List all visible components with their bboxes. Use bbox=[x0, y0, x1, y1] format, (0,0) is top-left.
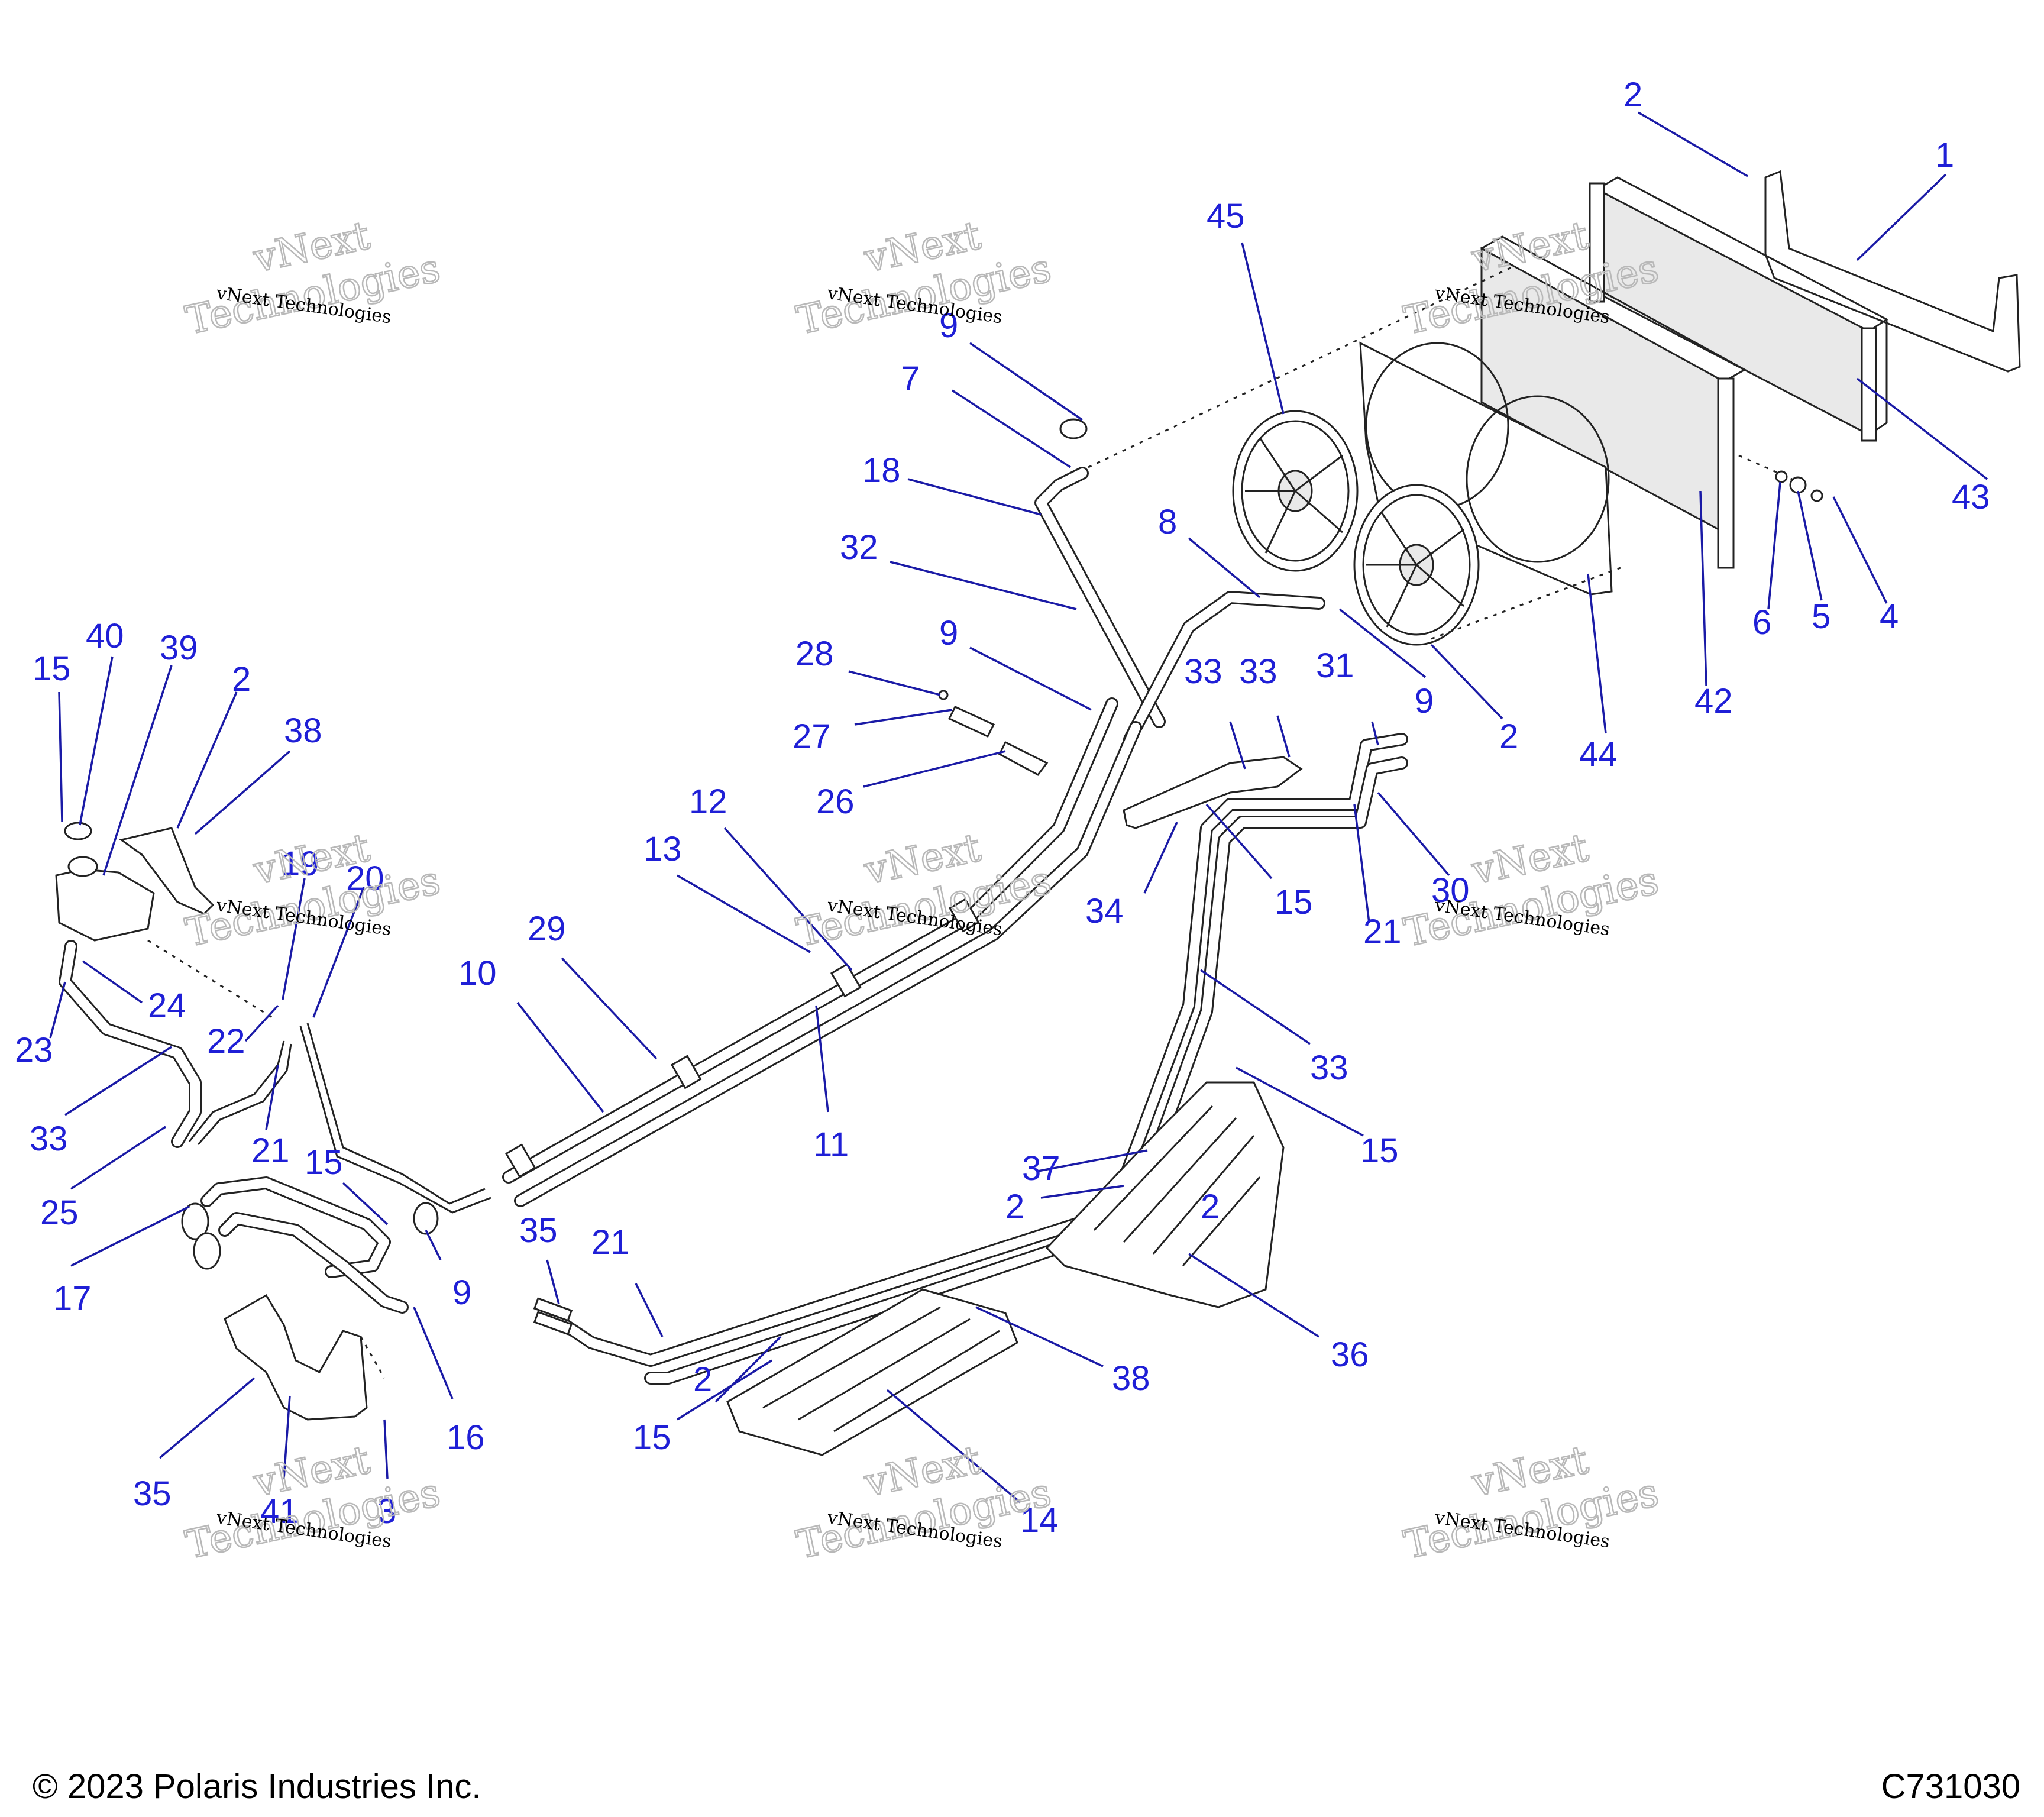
callout-16: 15 bbox=[305, 1143, 343, 1182]
watermark: vNext Technologies vNext Technologies bbox=[792, 1436, 1056, 1569]
surge-tank bbox=[55, 868, 155, 942]
drawing-number: C731030 bbox=[1881, 1767, 2020, 1806]
callout-15: 15 bbox=[1360, 1131, 1399, 1170]
callout-23: 22 bbox=[207, 1022, 245, 1061]
callout-18: 17 bbox=[53, 1279, 92, 1318]
callout-27: 26 bbox=[816, 783, 855, 821]
watermark: vNext Technologies vNext Technologies bbox=[181, 1436, 445, 1569]
callout-14: 14 bbox=[1020, 1501, 1059, 1540]
callout-13: 13 bbox=[643, 830, 682, 868]
callout-2: 2 bbox=[693, 1360, 712, 1399]
callout-39: 38 bbox=[284, 712, 322, 750]
callout-5: 5 bbox=[1812, 597, 1830, 636]
callout-6: 6 bbox=[1752, 603, 1771, 642]
callout-2: 2 bbox=[1623, 76, 1642, 114]
callout-2: 2 bbox=[1005, 1188, 1024, 1226]
surge-tank-cap bbox=[64, 822, 92, 840]
callout-11: 11 bbox=[813, 1126, 849, 1164]
watermark: vNext Technologies vNext Technologies bbox=[792, 212, 1056, 344]
callout-8: 8 bbox=[1158, 503, 1177, 541]
callout-43: 42 bbox=[1694, 682, 1733, 720]
watermark: vNext Technologies vNext Technologies bbox=[181, 824, 445, 956]
radiator-tank-left bbox=[1589, 182, 1605, 303]
callout-21: 20 bbox=[346, 859, 384, 898]
callout-9: 9 bbox=[939, 614, 958, 652]
callout-9: 9 bbox=[939, 306, 958, 345]
coolant-bracket bbox=[224, 1294, 368, 1421]
callout-24: 23 bbox=[15, 1031, 53, 1069]
coolant-tube-assembly bbox=[299, 418, 1325, 1214]
callout-34: 33 bbox=[1184, 652, 1222, 691]
callout-2: 2 bbox=[232, 660, 251, 699]
cooling-fan-right bbox=[1353, 484, 1480, 646]
callout-7: 7 bbox=[901, 360, 920, 398]
callout-26: 25 bbox=[40, 1194, 79, 1232]
skid-plate-front bbox=[726, 1288, 1018, 1456]
lower-coolant-lines bbox=[533, 733, 1408, 1385]
callout-4: 4 bbox=[1880, 597, 1899, 636]
callout-12: 12 bbox=[689, 783, 727, 821]
callout-15: 15 bbox=[633, 1418, 671, 1457]
callout-38: 38 bbox=[1112, 1359, 1150, 1398]
callout-10: 10 bbox=[458, 954, 497, 992]
callout-2: 2 bbox=[1201, 1188, 1220, 1226]
callout-21: 21 bbox=[591, 1223, 630, 1262]
callout-36: 35 bbox=[519, 1211, 558, 1250]
callout-35: 35 bbox=[133, 1475, 172, 1513]
callout-25: 24 bbox=[148, 987, 186, 1025]
hose-clamp bbox=[1059, 418, 1088, 439]
callout-30: 29 bbox=[528, 910, 566, 948]
callout-42: 41 bbox=[260, 1492, 299, 1531]
watermark: vNext Technologies vNext Technologies bbox=[181, 212, 445, 344]
watermark-group: vNext Technologies vNext Technologies vN… bbox=[181, 212, 1663, 1569]
callout-15: 15 bbox=[33, 649, 71, 688]
callout-numbers: 1 2 2 2 2 2 2 3 4 5 6 7 8 9 9 9 9 10 11 … bbox=[15, 76, 1990, 1540]
callout-33: 32 bbox=[840, 528, 878, 567]
callout-45: 44 bbox=[1579, 735, 1618, 774]
callout-35: 34 bbox=[1085, 892, 1124, 930]
callout-28: 27 bbox=[793, 717, 831, 756]
callout-41: 40 bbox=[86, 617, 124, 655]
callout-29: 28 bbox=[795, 635, 834, 673]
watermark: vNext Technologies vNext Technologies bbox=[1399, 1436, 1663, 1569]
callout-21: 21 bbox=[1363, 913, 1402, 951]
callout-2: 2 bbox=[1499, 717, 1518, 756]
callout-44: 43 bbox=[1952, 478, 1990, 516]
callout-33: 33 bbox=[30, 1120, 68, 1158]
callout-40: 39 bbox=[160, 629, 198, 667]
callout-15: 15 bbox=[1275, 883, 1313, 922]
callout-37: 36 bbox=[1331, 1336, 1369, 1374]
skid-plate-rear bbox=[1045, 1081, 1285, 1308]
callout-32: 31 bbox=[1316, 646, 1354, 685]
leader-lines bbox=[49, 111, 1988, 1504]
callout-1: 1 bbox=[1935, 136, 1954, 174]
callout-33: 33 bbox=[1310, 1049, 1348, 1087]
callout-33: 33 bbox=[1239, 652, 1278, 691]
callout-22: 21 bbox=[251, 1131, 290, 1170]
surge-tank-assembly bbox=[55, 822, 439, 1421]
callout-19: 18 bbox=[862, 451, 901, 490]
skid-plates bbox=[726, 1081, 1285, 1456]
callout-17: 16 bbox=[447, 1418, 485, 1457]
copyright-notice: © 2023 Polaris Industries Inc. bbox=[33, 1767, 481, 1806]
callout-31: 30 bbox=[1431, 871, 1470, 910]
callout-38: 37 bbox=[1022, 1149, 1060, 1188]
condenser-tank bbox=[1717, 377, 1735, 569]
callout-9: 9 bbox=[1415, 682, 1434, 720]
callout-3: 3 bbox=[377, 1492, 396, 1531]
radiator-bracket bbox=[1764, 170, 2021, 373]
cooling-fan-left bbox=[1232, 410, 1359, 572]
callout-9: 9 bbox=[452, 1273, 471, 1312]
callout-46: 45 bbox=[1207, 197, 1245, 235]
callout-20: 19 bbox=[281, 845, 319, 883]
